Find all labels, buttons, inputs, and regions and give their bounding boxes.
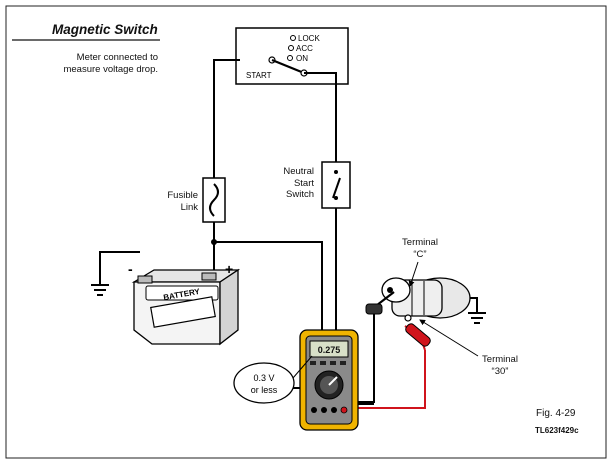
figure-title: Magnetic Switch — [52, 22, 158, 37]
fusible-link-symbol — [202, 177, 226, 245]
figure-border — [5, 5, 607, 459]
neutral-switch-label-line2: Start — [293, 177, 314, 189]
neutral-switch-label-line1: Neutral — [283, 166, 314, 177]
figure-number: Fig. 4-29 — [536, 408, 576, 419]
meter-display: 0.275 — [318, 345, 341, 355]
neutral-switch-label-line3: Switch — [286, 189, 314, 200]
figure-note: Meter connected to measure voltage drop. — [63, 52, 158, 75]
ground-symbol-left — [91, 284, 109, 296]
terminal-c-label-line2: “C” — [413, 248, 427, 260]
terminal-30-label-line1: Terminal — [482, 354, 518, 365]
voltage-callout — [233, 355, 313, 404]
ignition-acc-label: ACC — [296, 44, 313, 53]
fusible-link-label-line1: Fusible — [167, 190, 198, 201]
ignition-switch — [235, 27, 349, 85]
terminal-c-leader — [408, 261, 419, 287]
fusible-link-label: Fusible Link — [148, 190, 198, 213]
callout-line1: 0.3 V — [253, 373, 274, 383]
ignition-on-label: ON — [296, 54, 308, 63]
terminal-30-label: Terminal “30” — [476, 354, 524, 377]
starter-motor — [367, 277, 471, 322]
fusible-link-label-line2: Link — [180, 201, 198, 213]
neutral-start-switch-symbol — [321, 161, 351, 209]
ignition-lock-label: LOCK — [298, 34, 320, 43]
figure-code: TL623f429c — [535, 426, 579, 435]
red-test-lead — [350, 323, 431, 409]
terminal-c-label: Terminal “C” — [396, 237, 444, 260]
battery-positive-label: + — [225, 261, 233, 277]
ignition-start-label: START — [246, 71, 272, 80]
terminal-30-leader — [419, 319, 479, 357]
callout-line2: or less — [251, 385, 278, 395]
terminal-30-label-line2: “30” — [491, 365, 509, 377]
multimeter — [299, 329, 359, 431]
battery — [131, 268, 241, 346]
battery-negative-label: - — [128, 261, 133, 277]
terminal-c-label-line1: Terminal — [402, 237, 438, 248]
neutral-switch-label: Neutral Start Switch — [262, 166, 314, 201]
